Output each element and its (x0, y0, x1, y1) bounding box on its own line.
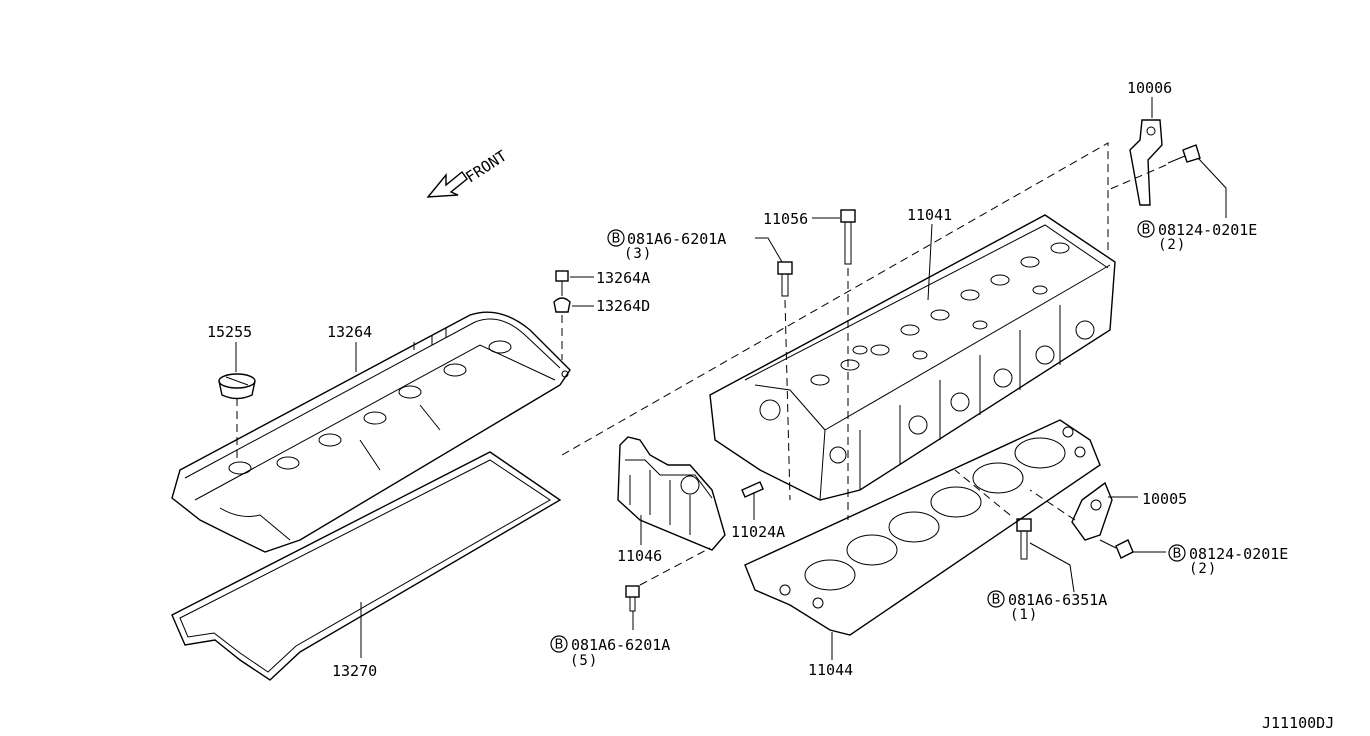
qty-081A6-6201A-bottom: (5) (570, 653, 598, 669)
label-08124-0201E-right: 08124-0201E (1189, 545, 1288, 563)
grommet-13264D (553, 297, 571, 313)
front-label: FRONT (462, 147, 510, 187)
label-15255: 15255 (207, 323, 252, 341)
bracket-10005 (1071, 481, 1113, 541)
label-081A6-6201A-bottom: 081A6-6201A (571, 636, 670, 654)
label-081A6-6201A-top: 081A6-6201A (627, 230, 726, 248)
cylinder-head (709, 214, 1116, 501)
assembly-outline (561, 142, 1109, 456)
label-11046: 11046 (617, 547, 662, 565)
oil-filler-cap (218, 373, 256, 460)
label-11056: 11056 (763, 210, 808, 228)
callout-08124-0201E-top: B 08124-0201E (2) (1137, 220, 1257, 253)
label-08124-0201E-top: 08124-0201E (1158, 221, 1257, 239)
label-10006: 10006 (1127, 79, 1172, 97)
label-11041: 11041 (907, 206, 952, 224)
callout-081A6-6201A-3: B 081A6-6201A (3) (607, 229, 726, 262)
qty-08124-0201E-top: (2) (1158, 237, 1186, 253)
marker-b: B (555, 638, 564, 653)
stud-11024A (741, 481, 764, 498)
callout-081A6-6201A-5: B 081A6-6201A (5) (550, 635, 670, 669)
diagram-code: J11100DJ (1262, 714, 1334, 732)
qty-081A6-6351A: (1) (1010, 607, 1038, 623)
qty-08124-0201E-right: (2) (1189, 561, 1217, 577)
label-13264A: 13264A (596, 269, 650, 287)
marker-b: B (612, 232, 621, 247)
rocker-cover (171, 311, 571, 553)
bolt-08124-0201E-right (1099, 539, 1134, 559)
label-11044: 11044 (808, 661, 853, 679)
label-10005: 10005 (1142, 490, 1187, 508)
bracket-10006 (1129, 119, 1163, 206)
bolt-08124-0201E-top (1167, 144, 1201, 164)
bolt-11056 (840, 209, 856, 265)
bolt-081A6-6201A-top (777, 261, 793, 297)
front-arrow: FRONT (426, 147, 510, 198)
head-gasket-11044 (744, 419, 1101, 636)
label-13264D: 13264D (596, 297, 650, 315)
label-13264: 13264 (327, 323, 372, 341)
label-11024A: 11024A (731, 523, 785, 541)
callout-08124-0201E-right: B 08124-0201E (2) (1168, 544, 1288, 577)
qty-081A6-6201A-top: (3) (624, 246, 652, 262)
label-13270: 13270 (332, 662, 377, 680)
marker-b: B (992, 593, 1001, 608)
callout-081A6-6351A: B 081A6-6351A (1) (987, 590, 1107, 623)
rocker-cover-gasket (171, 451, 562, 681)
marker-b: B (1142, 223, 1151, 238)
front-cover-11046 (617, 436, 726, 551)
label-081A6-6351A: 081A6-6351A (1008, 591, 1107, 609)
bolt-081A6-6351A (1016, 518, 1032, 560)
marker-b: B (1173, 547, 1182, 562)
bolt-13264A (555, 270, 569, 290)
bolt-081A6-6201A-bottom (625, 585, 640, 612)
